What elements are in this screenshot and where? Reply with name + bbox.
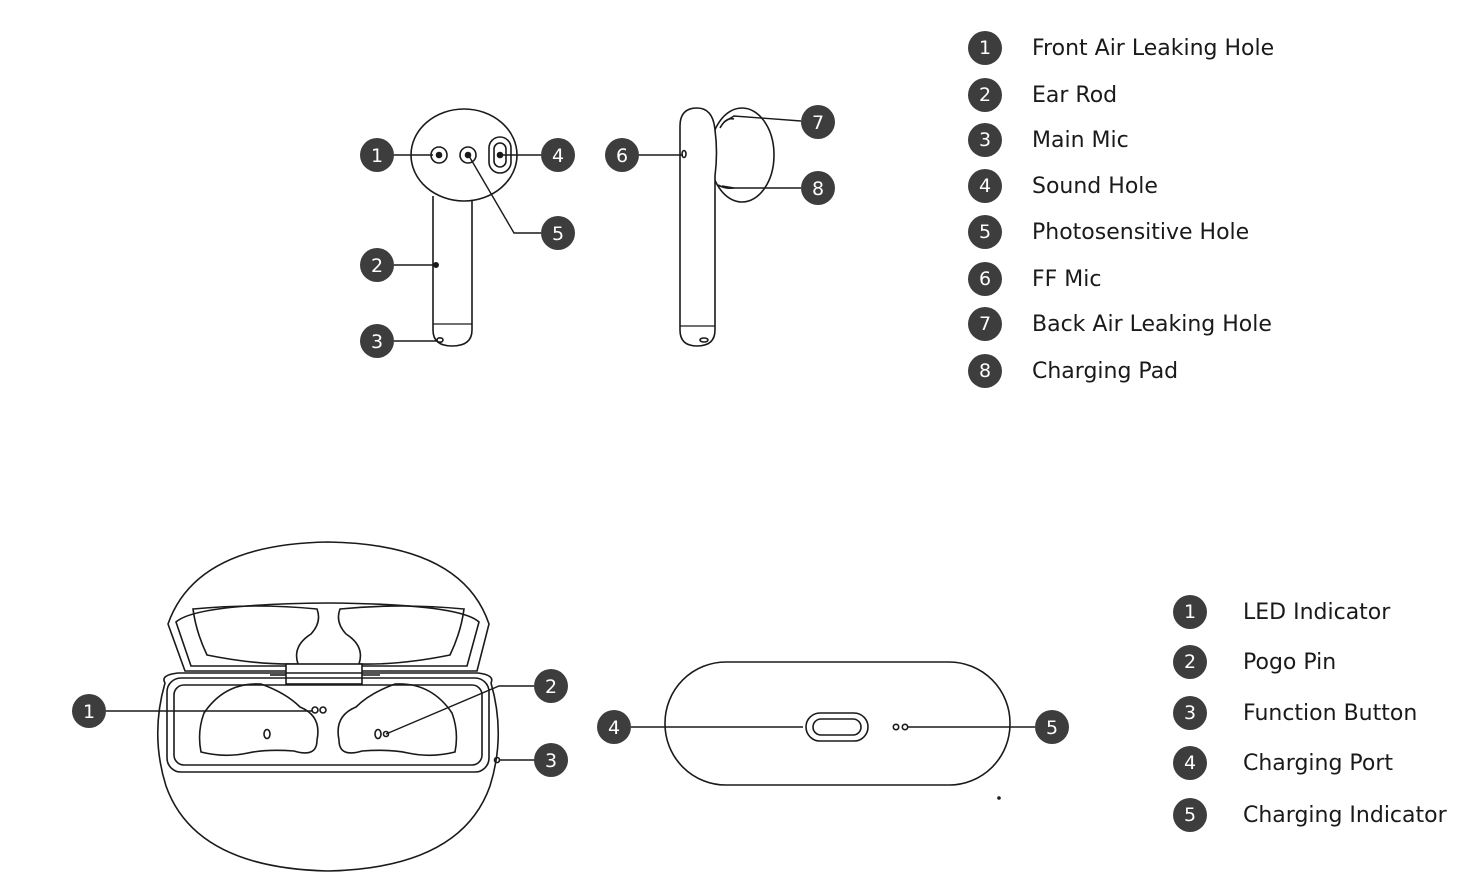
case-callout-3: 3 — [534, 743, 568, 777]
legend-number: 8 — [968, 354, 1002, 388]
legend-number: 4 — [968, 169, 1002, 203]
case-base — [156, 672, 500, 872]
svg-text:2: 2 — [545, 676, 557, 698]
legend-label: Charging Indicator — [1243, 802, 1447, 828]
legend-number: 1 — [968, 31, 1002, 65]
svg-text:5: 5 — [552, 223, 564, 245]
svg-text:1: 1 — [83, 701, 95, 723]
legend-number: 5 — [968, 215, 1002, 249]
callout-1: 1 — [360, 138, 394, 172]
pogo-pin — [382, 730, 390, 738]
led-indicator — [311, 706, 319, 714]
svg-text:3: 3 — [371, 331, 383, 353]
earbud-front-view — [410, 108, 518, 347]
legend-label: Back Air Leaking Hole — [1032, 311, 1272, 337]
charging-case-bottom-view — [664, 661, 1011, 800]
callout-3: 3 — [360, 324, 394, 358]
legend-number: 1 — [1173, 595, 1207, 629]
earbud-callouts: 1 2 3 4 5 6 7 8 — [360, 105, 835, 358]
charging-case-open — [156, 541, 501, 872]
svg-text:5: 5 — [1046, 717, 1058, 739]
legend-label: Main Mic — [1032, 127, 1129, 153]
usb-c-port — [805, 712, 869, 742]
legend-item: 4 Sound Hole — [968, 168, 1158, 204]
legend-label: Photosensitive Hole — [1032, 219, 1250, 245]
case-callout-2: 2 — [534, 669, 568, 703]
legend-item: 2 Pogo Pin — [1173, 644, 1336, 680]
legend-item: 5 Charging Indicator — [1173, 797, 1447, 833]
ff-mic-dot — [681, 149, 687, 159]
legend-label: Front Air Leaking Hole — [1032, 35, 1275, 61]
callout-7: 7 — [801, 105, 835, 139]
svg-text:3: 3 — [545, 750, 557, 772]
svg-text:4: 4 — [608, 717, 620, 739]
legend-label: Pogo Pin — [1243, 649, 1337, 675]
callout-4: 4 — [541, 138, 575, 172]
legend-item: 1 LED Indicator — [1173, 594, 1390, 630]
earbud-side-view — [679, 107, 775, 347]
legend-label: Ear Rod — [1032, 82, 1118, 108]
svg-text:7: 7 — [812, 112, 824, 134]
earbud-side-stem — [679, 107, 718, 347]
svg-text:8: 8 — [812, 178, 824, 200]
callout-8: 8 — [801, 171, 835, 205]
svg-text:6: 6 — [616, 145, 628, 167]
case-callout-1: 1 — [72, 694, 106, 728]
case-hinge — [285, 663, 363, 685]
legend-item: 8 Charging Pad — [968, 353, 1178, 389]
legend-number: 3 — [968, 123, 1002, 157]
legend-label: Sound Hole — [1032, 173, 1158, 199]
legend-label: Charging Pad — [1032, 358, 1179, 384]
photosensitive-hole — [459, 146, 477, 164]
legend-number: 2 — [968, 78, 1002, 112]
callout-5: 5 — [541, 216, 575, 250]
legend-item: 3 Main Mic — [968, 122, 1129, 158]
legend-label: Function Button — [1243, 700, 1418, 726]
legend-label: FF Mic — [1032, 266, 1102, 292]
case-callouts: 1 2 3 4 5 — [72, 669, 1069, 777]
legend-item: 2 Ear Rod — [968, 77, 1117, 113]
legend-label: LED Indicator — [1243, 599, 1391, 625]
legend-number: 4 — [1173, 746, 1207, 780]
legend-number: 6 — [968, 262, 1002, 296]
case-callout-4: 4 — [597, 710, 631, 744]
legend-item: 4 Charging Port — [1173, 745, 1393, 781]
legend-label: Charging Port — [1243, 750, 1394, 776]
legend-number: 2 — [1173, 645, 1207, 679]
function-button — [493, 756, 501, 764]
case-lid — [167, 541, 490, 672]
earbud-front-stem — [432, 196, 473, 347]
legend-number: 3 — [1173, 696, 1207, 730]
legend-number: 7 — [968, 307, 1002, 341]
legend-number: 5 — [1173, 798, 1207, 832]
legend-item: 3 Function Button — [1173, 695, 1417, 731]
charging-indicator — [892, 723, 900, 731]
svg-text:2: 2 — [371, 255, 383, 277]
legend-item: 6 FF Mic — [968, 261, 1102, 297]
callout-2: 2 — [360, 248, 394, 282]
callout-6: 6 — [605, 138, 639, 172]
case-bottom-outline — [664, 661, 1011, 786]
svg-text:4: 4 — [552, 145, 564, 167]
main-mic-dot — [436, 336, 444, 343]
legend-item: 1 Front Air Leaking Hole — [968, 30, 1274, 66]
legend-item: 7 Back Air Leaking Hole — [968, 306, 1272, 342]
svg-text:1: 1 — [371, 145, 383, 167]
legend-item: 5 Photosensitive Hole — [968, 214, 1249, 250]
case-callout-5: 5 — [1035, 710, 1069, 744]
